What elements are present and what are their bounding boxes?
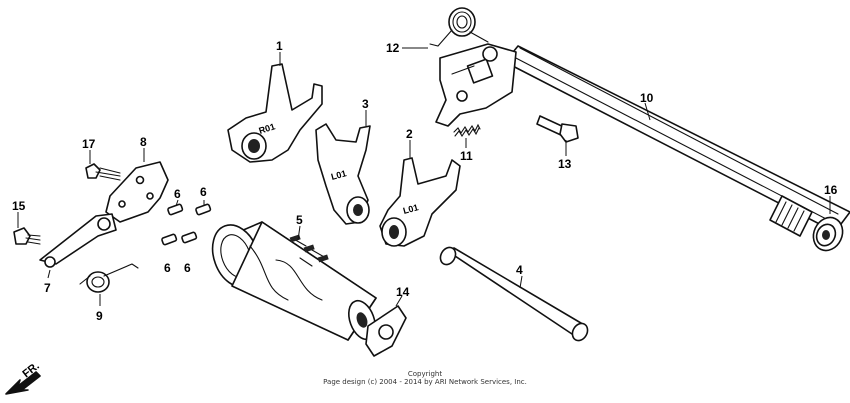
callout-9: 9 — [96, 309, 103, 323]
page-design-credit: Page design (c) 2004 - 2014 by ARI Netwo… — [323, 378, 527, 386]
callout-11: 11 — [460, 149, 473, 163]
shift-fork-l: L01 — [379, 157, 461, 247]
shift-arm — [435, 43, 517, 127]
gearshift-spindle — [504, 45, 850, 237]
callout-2: 2 — [406, 127, 413, 141]
shift-drum — [211, 221, 377, 341]
leader-lines — [17, 47, 831, 307]
callouts: 1 2 3 4 5 6 6 6 6 7 8 9 10 11 12 13 14 1… — [12, 39, 838, 323]
stopper-plate — [105, 161, 169, 223]
callout-15: 15 — [12, 199, 26, 213]
callout-16: 16 — [824, 183, 838, 197]
callout-7: 7 — [44, 281, 51, 295]
bolt-15 — [13, 227, 41, 245]
stopper-arm — [39, 213, 117, 268]
stopper-arm-spring — [79, 263, 139, 293]
shift-bolt-13 — [536, 115, 579, 143]
callout-6a: 6 — [174, 187, 181, 201]
callout-4: 4 — [516, 263, 523, 277]
return-spring — [429, 7, 489, 47]
callout-6d: 6 — [184, 261, 191, 275]
fork-shaft — [439, 246, 589, 342]
bolt-17 — [85, 163, 121, 181]
fork-mark-l01: L01 — [402, 202, 420, 216]
callout-12: 12 — [386, 41, 400, 55]
callout-17: 17 — [82, 137, 96, 151]
callout-3: 3 — [362, 97, 369, 111]
callout-6b: 6 — [200, 185, 207, 199]
callout-13: 13 — [558, 157, 572, 171]
drum-center-plate — [365, 305, 407, 357]
oil-seal — [812, 216, 844, 252]
dowel-pins — [161, 203, 212, 246]
callout-14: 14 — [396, 285, 410, 299]
shift-fork-r: R01 — [227, 63, 323, 163]
callout-8: 8 — [140, 135, 147, 149]
callout-5: 5 — [296, 213, 303, 227]
copyright-line: Copyright — [407, 370, 443, 378]
fork-mark-center: L01 — [330, 168, 348, 182]
callout-6c: 6 — [164, 261, 171, 275]
fork-mark-r01: R01 — [258, 121, 277, 136]
stopper-spring — [453, 123, 481, 138]
shift-fork-center: L01 — [315, 123, 371, 225]
callout-10: 10 — [640, 91, 654, 105]
callout-1: 1 — [276, 39, 283, 53]
